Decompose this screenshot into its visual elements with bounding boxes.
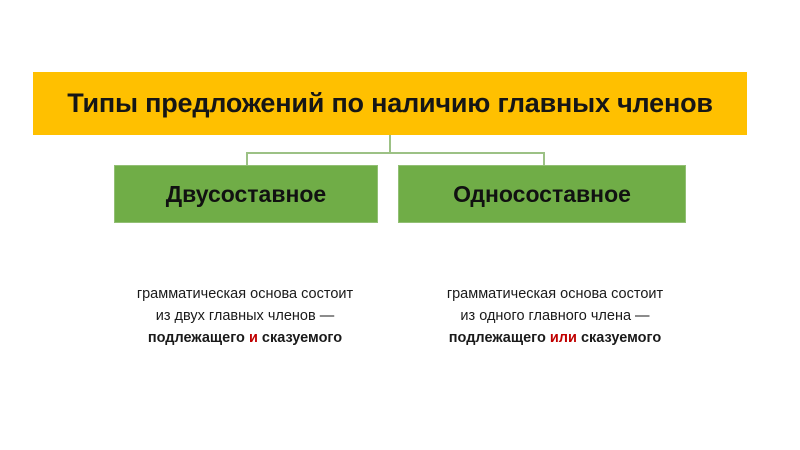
branch-box-odnosostavnoe: Односоставное [398, 165, 686, 223]
description-line-3-before: подлежащего [147, 330, 249, 346]
branch-label-odnosostavnoe: Односоставное [453, 180, 631, 207]
description-line-3: подлежащего или сказуемого [410, 327, 700, 349]
branch-description-odnosostavnoe: грамматическая основа состоит из одного … [410, 283, 700, 349]
description-line-2: из одного главного члена — [460, 308, 650, 324]
connector-right-drop [543, 152, 545, 166]
branch-box-dvusostavnoe: Двусоставное [114, 165, 378, 223]
description-line-3-after: сказуемого [257, 330, 343, 346]
description-line-3-after: сказуемого [576, 330, 662, 346]
description-line-3-accent: или [549, 330, 577, 346]
description-line-1: грамматическая основа состоит [136, 286, 354, 302]
description-line-3-before: подлежащего [448, 330, 550, 346]
connector-left-drop [246, 152, 248, 166]
description-line-3: подлежащего и сказуемого [100, 327, 390, 349]
description-line-3-accent: и [248, 330, 258, 346]
branch-description-dvusostavnoe: грамматическая основа состоит из двух гл… [100, 283, 390, 349]
description-line-2: из двух главных членов — [155, 308, 335, 324]
page-title: Типы предложений по наличию главных член… [67, 88, 713, 118]
title-banner: Типы предложений по наличию главных член… [33, 72, 747, 135]
description-line-1: грамматическая основа состоит [446, 286, 664, 302]
branch-label-dvusostavnoe: Двусоставное [165, 180, 327, 207]
connector-stem [389, 135, 391, 153]
connector-horizontal [246, 152, 545, 154]
